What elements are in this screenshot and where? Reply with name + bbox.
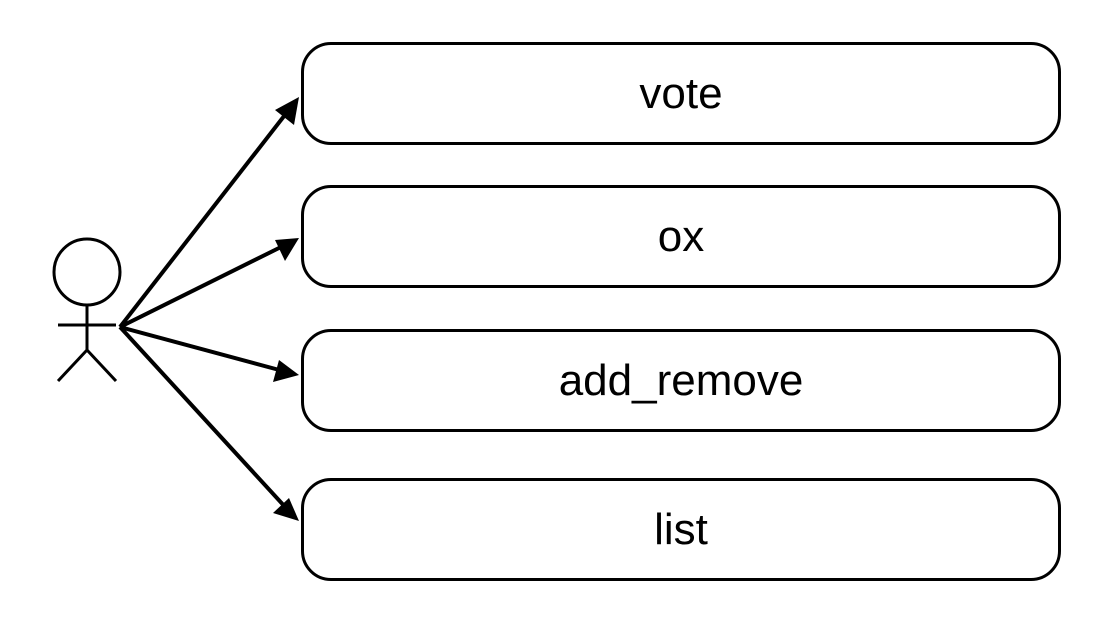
use-case-label: ox [657, 211, 705, 261]
arrow-to-vote [118, 109, 290, 329]
use-case-label: add_remove [558, 355, 804, 405]
arrowhead-add-remove [273, 360, 299, 382]
use-case-label: list [654, 504, 708, 554]
use-case-vote: vote [301, 42, 1061, 145]
actor-left-leg [56, 348, 89, 383]
association-arrows [118, 97, 299, 521]
actor-right-leg [85, 348, 118, 383]
actor-stick-figure-icon [52, 237, 122, 383]
arrowhead-vote [275, 97, 299, 125]
arrow-to-ox [119, 244, 284, 329]
actor-head [52, 237, 122, 307]
use-case-add-remove: add_remove [301, 329, 1061, 432]
arrow-to-list [118, 325, 289, 511]
arrowhead-ox [275, 238, 299, 261]
use-case-ox: ox [301, 185, 1061, 288]
arrowhead-list [273, 498, 299, 521]
use-case-label: vote [639, 68, 723, 118]
use-case-list: list [301, 478, 1061, 581]
arrow-to-add-remove [119, 325, 284, 373]
